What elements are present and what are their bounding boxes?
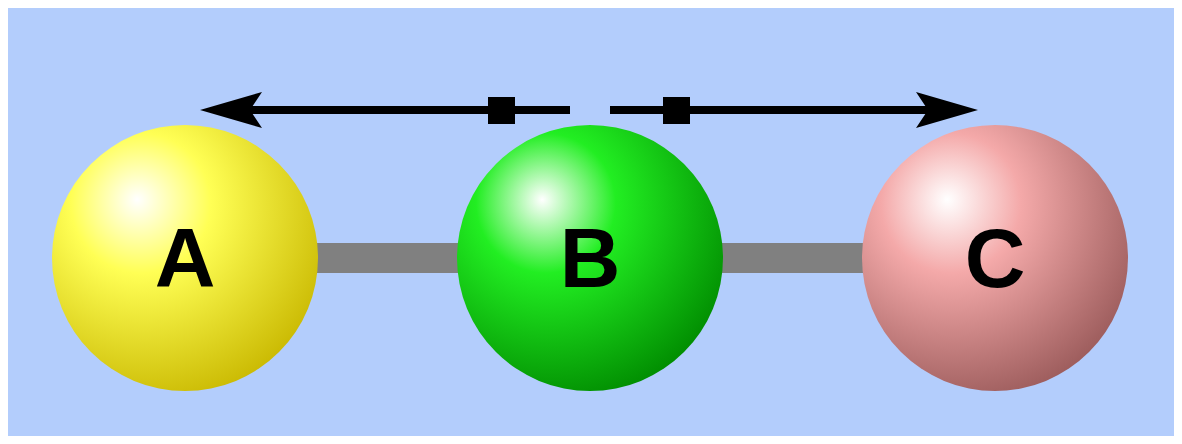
sphere-body: [457, 125, 723, 391]
arrow-head: [916, 92, 978, 128]
atom-label: B: [560, 216, 621, 300]
sphere-node: B: [457, 125, 723, 391]
sphere-node: A: [52, 125, 318, 391]
arrow-head: [200, 92, 262, 128]
background-panel: [8, 8, 1174, 436]
bond-bar: [721, 243, 864, 273]
bond-bar: [316, 243, 459, 273]
motion-arrows: [200, 92, 978, 128]
sphere-node: C: [862, 125, 1128, 391]
atom-label: A: [155, 216, 216, 300]
arrow-marker: [663, 97, 690, 124]
arrow-marker: [488, 97, 515, 124]
arrow-shaft: [250, 106, 570, 114]
arrow-shaft: [610, 106, 930, 114]
atom-label: C: [965, 216, 1026, 300]
sphere-body: [862, 125, 1128, 391]
sphere-body: [52, 125, 318, 391]
